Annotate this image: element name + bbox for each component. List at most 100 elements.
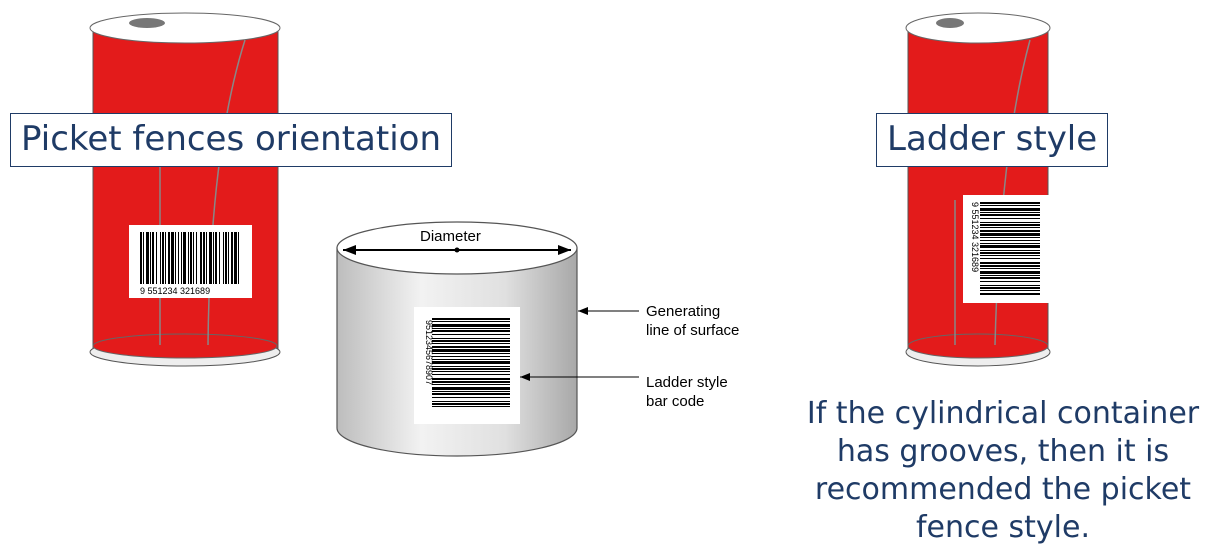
barcode-bar: [213, 232, 214, 284]
barcode-bar: [980, 255, 1040, 256]
barcode-bar: [432, 374, 510, 375]
barcode-bar: [980, 233, 1040, 236]
barcode-bar: [171, 232, 174, 284]
ladder-label-box: Ladder style: [876, 113, 1109, 167]
barcode-bar: [432, 368, 510, 370]
barcode-bar: [175, 232, 176, 284]
barcode-bar: [432, 381, 510, 383]
barcode-bar: [432, 397, 510, 398]
barcode-bar: [143, 232, 144, 284]
barcode-bar: [234, 232, 237, 284]
ladder-bar-label-1: Ladder style: [646, 374, 728, 391]
barcode-bar: [980, 208, 1040, 211]
barcode-bar: [980, 290, 1040, 291]
barcode-bar: [432, 391, 510, 392]
barcode-bar: [432, 393, 510, 395]
barcode-bar: [980, 265, 1040, 267]
recommendation-caption: If the cylindrical container has grooves…: [806, 396, 1200, 545]
right-barcode-number: 9 551234 321689: [970, 202, 980, 272]
barcode-bar: [980, 243, 1040, 244]
barcode-bar: [432, 403, 510, 405]
barcode-bar: [432, 371, 510, 372]
barcode-bar: [228, 232, 229, 284]
barcode-bar: [432, 343, 510, 344]
barcode-bar: [432, 324, 510, 327]
barcode-bar: [196, 232, 197, 284]
barcode-bar: [980, 212, 1040, 213]
barcode-bar: [188, 232, 189, 284]
barcode-bar: [156, 232, 157, 284]
barcode-bar: [980, 230, 1040, 232]
barcode-bar: [183, 232, 186, 284]
barcode-bar: [190, 232, 192, 284]
barcode-bar: [432, 346, 510, 348]
barcode-bar: [432, 359, 510, 360]
barcode-bar: [150, 232, 151, 284]
middle-barcode-number: 9512345678907: [424, 320, 434, 385]
barcode-bar: [980, 224, 1040, 226]
barcode-bar: [432, 318, 510, 320]
barcode-bar: [432, 361, 510, 364]
barcode-bar: [980, 271, 1040, 274]
barcode-bar: [980, 240, 1040, 241]
barcode-bar: [980, 258, 1040, 259]
barcode-bar: [432, 387, 510, 390]
barcode-bar: [178, 232, 179, 284]
barcode-bar: [432, 353, 510, 354]
generating-label-1: Generating: [646, 303, 720, 320]
picket-label-box: Picket fences orientation: [10, 113, 452, 167]
barcode-bar: [206, 232, 207, 284]
barcode-bar: [432, 340, 510, 342]
barcode-bar: [980, 214, 1040, 216]
barcode-bar: [432, 366, 510, 367]
barcode-bar: [980, 237, 1040, 238]
barcode-bar: [432, 406, 510, 407]
barcode-bar: [146, 232, 149, 284]
barcode-bar: [160, 232, 161, 284]
barcode-bar: [432, 328, 510, 329]
barcode-bar: [980, 262, 1040, 264]
barcode-bar: [432, 378, 510, 380]
barcode-bar: [980, 202, 1040, 204]
right-barcode: [980, 202, 1040, 295]
barcode-bar: [432, 384, 510, 385]
left-can: 9 551234 321689: [89, 12, 281, 367]
barcode-bar: [980, 277, 1040, 279]
barcode-bar: [209, 232, 212, 284]
barcode-bar: [980, 222, 1040, 223]
barcode-bar: [980, 227, 1040, 228]
barcode-bar: [432, 321, 510, 322]
picket-label: Picket fences orientation: [21, 119, 441, 159]
barcode-bar: [980, 275, 1040, 276]
cylinder-cup: Diameter 9512345678907 Generating line o…: [336, 221, 739, 457]
barcode-bar: [223, 232, 224, 284]
left-barcode: [140, 232, 239, 284]
diameter-label: Diameter: [420, 228, 481, 245]
barcode-bar: [181, 232, 182, 284]
barcode-bar: [980, 293, 1040, 295]
barcode-bar: [980, 245, 1040, 248]
barcode-bar: [168, 232, 170, 284]
generating-label-2: line of surface: [646, 322, 739, 339]
barcode-bar: [980, 252, 1040, 254]
barcode-bar: [219, 232, 220, 284]
barcode-bar: [980, 218, 1040, 219]
barcode-bar: [231, 232, 233, 284]
barcode-bar: [238, 232, 239, 284]
barcode-bar: [432, 338, 510, 339]
barcode-bar: [215, 232, 217, 284]
barcode-bar: [140, 232, 142, 284]
barcode-bar: [980, 285, 1040, 286]
barcode-bar: [432, 330, 510, 332]
left-barcode-number: 9 551234 321689: [140, 286, 210, 296]
barcode-bar: [432, 356, 510, 357]
barcode-bar: [193, 232, 194, 284]
ladder-bar-label-2: bar code: [646, 393, 704, 410]
barcode-bar: [980, 287, 1040, 289]
barcode-bar: [432, 334, 510, 335]
barcode-bar: [225, 232, 227, 284]
barcode-bar: [980, 281, 1040, 282]
ladder-label: Ladder style: [887, 119, 1098, 159]
